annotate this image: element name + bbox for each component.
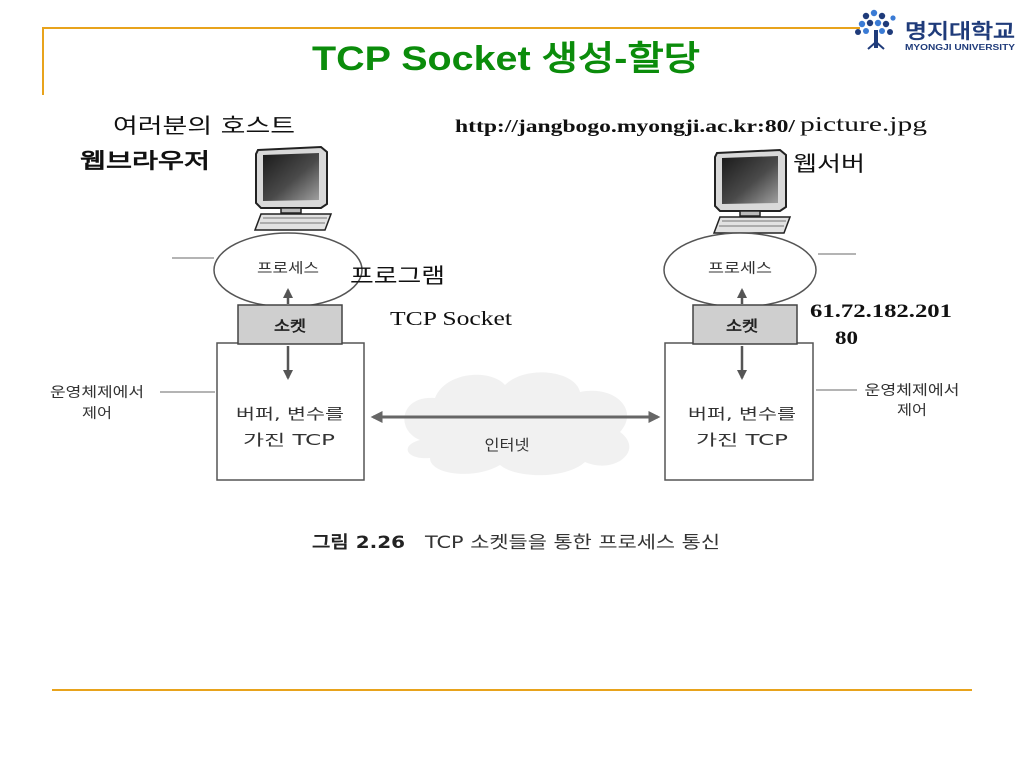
client-os-control-line2: 제어 <box>82 406 112 422</box>
university-tree-emblem-icon <box>855 9 896 50</box>
server-tcp-text-line2: 가진 TCP <box>696 431 788 449</box>
url-text: http://jangbogo.myongji.ac.kr:80/ <box>455 116 796 136</box>
client-tcp-box <box>216 342 365 481</box>
figure-caption-text: TCP 소켓들을 통한 프로세스 통신 <box>424 533 720 553</box>
server-tcp-box <box>664 342 814 481</box>
internet-label: 인터넷 <box>485 436 530 454</box>
logo-name-ko: 명지대학교 <box>905 19 1015 43</box>
port-label: 80 <box>835 328 858 349</box>
server-os-control-line1: 운영체제에서 <box>865 383 960 399</box>
ip-address-label: 61.72.182.201 <box>810 301 952 322</box>
server-desktop-computer-icon <box>713 149 791 234</box>
client-tcp-text-line2: 가진 TCP <box>243 431 335 449</box>
university-logo: 명지대학교 MYONGJI UNIVERSITY <box>855 9 1016 52</box>
logo-name-en: MYONGJI UNIVERSITY <box>905 43 1016 52</box>
browser-label: 웹브라우저 <box>80 149 210 173</box>
url-file-text: picture.jpg <box>800 112 928 136</box>
slide-title: TCP Socket 생성-할당 <box>312 40 700 78</box>
server-tcp-text-line1: 버퍼, 변수를 <box>688 405 796 423</box>
tcp-socket-label: TCP Socket <box>390 308 513 330</box>
client-desktop-computer-icon <box>254 146 332 231</box>
server-os-control-line2: 제어 <box>897 403 927 419</box>
client-socket-box <box>237 304 343 345</box>
server-socket-box <box>692 304 798 345</box>
internet-cloud <box>404 372 630 476</box>
client-os-control-line1: 운영체제에서 <box>50 385 144 401</box>
client-socket-label: 소켓 <box>274 317 306 335</box>
figure-caption-number: 그림 2.26 <box>312 533 405 553</box>
client-process-label: 프로세스 <box>257 261 319 277</box>
server-socket-label: 소켓 <box>726 317 758 335</box>
client-tcp-text-line1: 버퍼, 변수를 <box>236 405 344 423</box>
server-process-label: 프로세스 <box>708 261 772 277</box>
host-label: 여러분의 호스트 <box>113 114 295 138</box>
program-label: 프로그램 <box>350 264 445 288</box>
server-label: 웹서버 <box>793 152 865 176</box>
